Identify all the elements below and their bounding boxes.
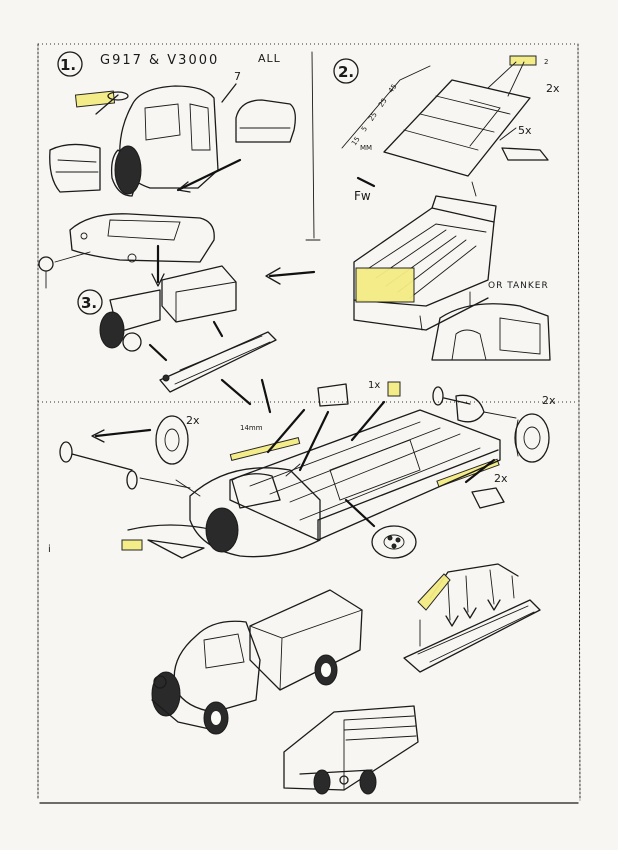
plank-qty: 5x — [518, 124, 532, 137]
wheel-front-left — [155, 415, 189, 465]
tanker-option: OR TANKER — [488, 281, 549, 291]
step-3-chassis: 3. — [77, 265, 316, 393]
part-mark-7: 7 — [234, 70, 241, 83]
rear-view-wheel-right — [359, 769, 377, 795]
finished-truck-grille — [151, 671, 181, 717]
front-mark: Fw — [354, 189, 371, 203]
yellow-part-axle — [121, 539, 143, 551]
small-truck-bed — [161, 265, 237, 323]
step-1-circle — [57, 51, 83, 77]
yellow-part-windscreen — [74, 90, 116, 108]
yellow-rod-right — [436, 458, 500, 488]
rear-view-wheel-left — [313, 769, 331, 795]
yellow-block-small — [387, 381, 401, 397]
small-mark: i — [48, 544, 51, 555]
title-variant: ALL — [258, 52, 281, 65]
wheel-qty-right: 2x — [542, 394, 556, 407]
chassis-rail-detail — [403, 563, 541, 673]
front-end-engine — [189, 467, 321, 558]
finished-truck — [151, 589, 419, 795]
main-chassis-bed — [229, 409, 501, 541]
rod-length: 14mm — [240, 424, 263, 432]
rod-qty: 2x — [494, 472, 508, 485]
fender-assembly — [69, 213, 215, 263]
finished-truck-cab — [173, 620, 261, 713]
hood-part — [49, 143, 101, 193]
rear-differential — [455, 394, 485, 423]
block-qty: 1x — [368, 380, 380, 391]
step-1-number: 1. — [60, 56, 76, 74]
finished-truck-bed — [249, 589, 363, 691]
main-grille — [205, 507, 239, 553]
main-assembly: 2x i 14mm 2x 1x — [48, 378, 556, 559]
mark-small: 2 — [544, 58, 548, 66]
rear-view-bed — [283, 705, 419, 791]
yellow-rod-left — [229, 437, 301, 461]
chassis-rail — [403, 599, 541, 673]
rear-dual-wheel — [514, 413, 550, 463]
yellow-support-part — [417, 573, 451, 611]
grille — [114, 145, 142, 195]
header: 1. G917 & V3000 ALL 2. — [57, 51, 359, 84]
front-axle — [127, 524, 215, 559]
title-models: G917 & V3000 — [100, 53, 219, 68]
wheel-qty-left: 2x — [186, 414, 200, 427]
bed-floor-plate — [383, 79, 531, 177]
tanker-body — [431, 303, 551, 361]
step-1-cab-assembly: 7 — [38, 70, 296, 289]
headlight-part — [38, 256, 54, 272]
step-2-qty: 2x — [546, 82, 560, 95]
step-2-bed-assembly: 15 5 25 25 45 MM 2 2x 5x Fw OR TANKER — [341, 55, 560, 361]
step-3-number: 3. — [81, 294, 97, 312]
page-frame — [37, 43, 581, 804]
plank-part — [501, 147, 549, 161]
seat-part — [235, 99, 296, 143]
step-2-number: 2. — [338, 63, 354, 81]
fuel-tank-part — [471, 487, 505, 509]
spare-wheel — [371, 525, 417, 559]
units-label: MM — [360, 144, 372, 152]
yellow-tailgate — [355, 267, 415, 303]
battery-block — [317, 383, 349, 407]
dimension-labels: 15 5 25 25 45 — [350, 83, 398, 147]
step-2-circle — [333, 58, 359, 84]
step-3-circle — [77, 289, 103, 315]
